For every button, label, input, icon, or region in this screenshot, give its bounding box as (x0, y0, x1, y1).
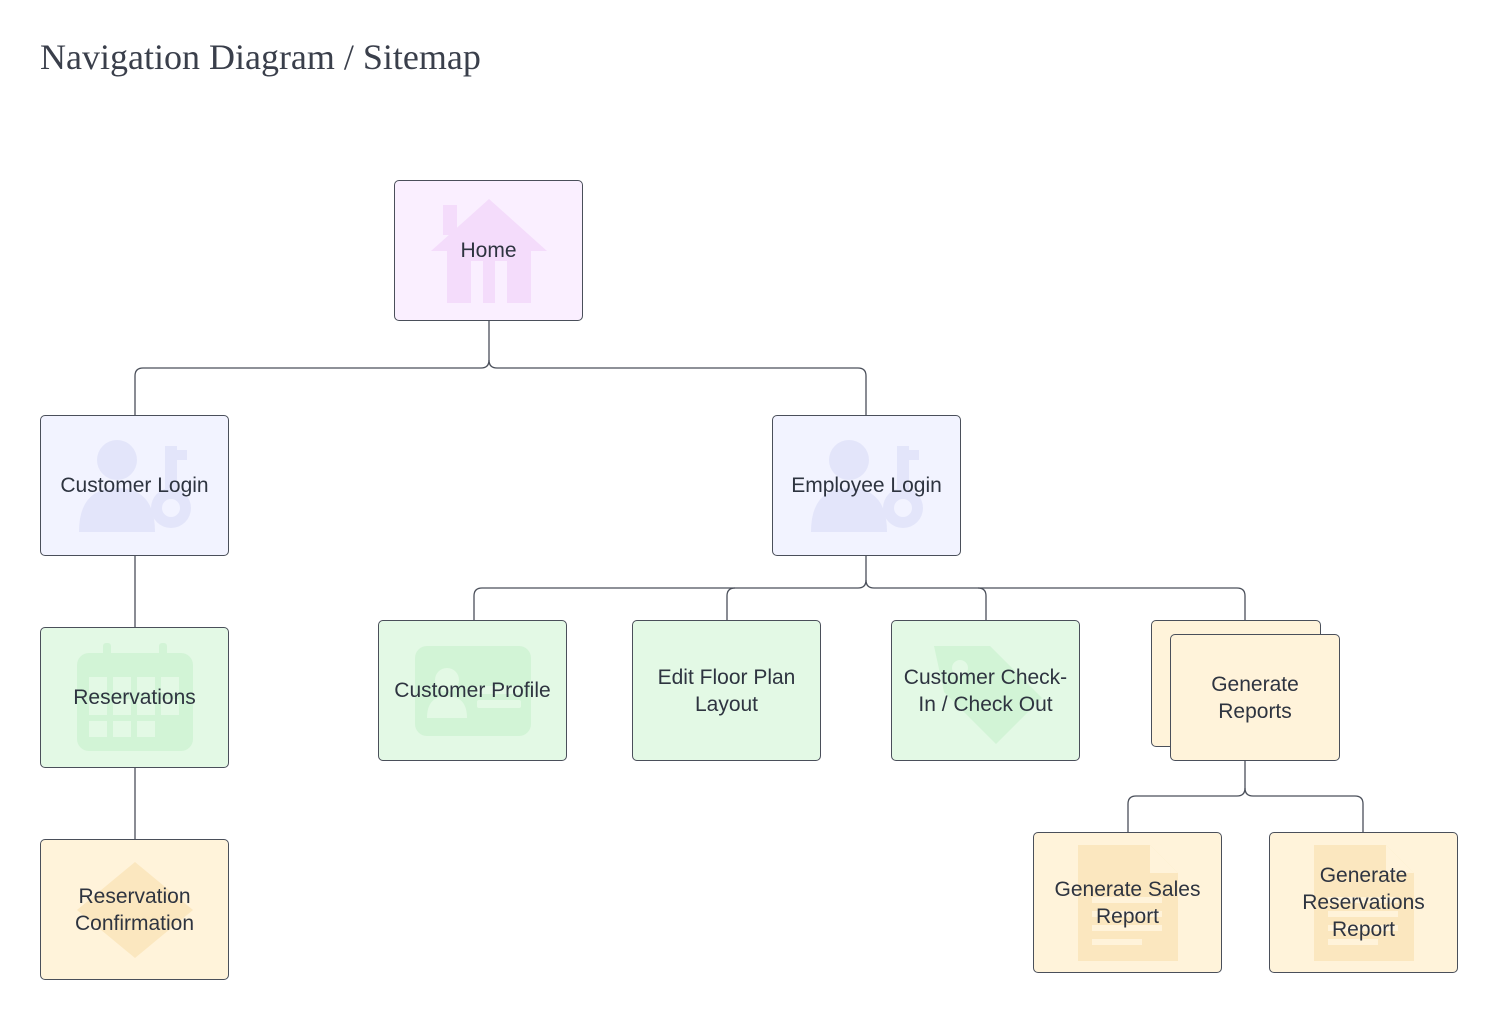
home-node[interactable]: Home (394, 180, 583, 321)
connector-reports-reservations (1244, 787, 1364, 832)
customer-login-label: Customer Login (60, 474, 209, 497)
employee-login-label: Employee Login (791, 474, 942, 497)
reservation-confirmation-node[interactable]: Reservation Confirmation (40, 839, 229, 980)
home-label: Home (460, 239, 517, 262)
reservation-confirmation-label: Reservation Confirmation (74, 884, 195, 935)
employee-login-node[interactable]: Employee Login (772, 415, 961, 556)
connector-home-customer-login (134, 321, 490, 415)
generate-sales-report-label: Generate Sales Report (1054, 877, 1201, 928)
reservations-node[interactable]: Reservations (40, 627, 229, 768)
connector-employee-profile (473, 556, 867, 620)
diagram-title: Navigation Diagram / Sitemap (40, 37, 481, 77)
customer-profile-label: Customer Profile (394, 679, 551, 702)
customer-profile-node[interactable]: Customer Profile (378, 620, 567, 761)
connector-employee-checkin (865, 579, 987, 620)
generate-reservations-report-node[interactable]: Generate Reservations Report (1269, 832, 1458, 973)
generate-reports-node[interactable]: Generate Reports (1170, 634, 1340, 761)
customer-login-node[interactable]: Customer Login (40, 415, 229, 556)
connector-employee-floorplan (726, 587, 736, 620)
generate-reservations-report-label: Generate Reservations Report (1302, 864, 1425, 941)
generate-sales-report-node[interactable]: Generate Sales Report (1033, 832, 1222, 973)
generate-reports-label: Generate Reports (1211, 672, 1299, 723)
connector-employee-reports (978, 587, 1246, 620)
checkin-checkout-node[interactable]: Customer Check-In / Check Out (891, 620, 1080, 761)
checkin-checkout-label: Customer Check-In / Check Out (903, 665, 1068, 716)
connector-home-employee-login (488, 359, 867, 415)
edit-floor-plan-node[interactable]: Edit Floor Plan Layout (632, 620, 821, 761)
reservations-label: Reservations (73, 686, 196, 709)
edit-floor-plan-label: Edit Floor Plan Layout (657, 665, 796, 716)
connector-reports-sales (1127, 761, 1246, 832)
